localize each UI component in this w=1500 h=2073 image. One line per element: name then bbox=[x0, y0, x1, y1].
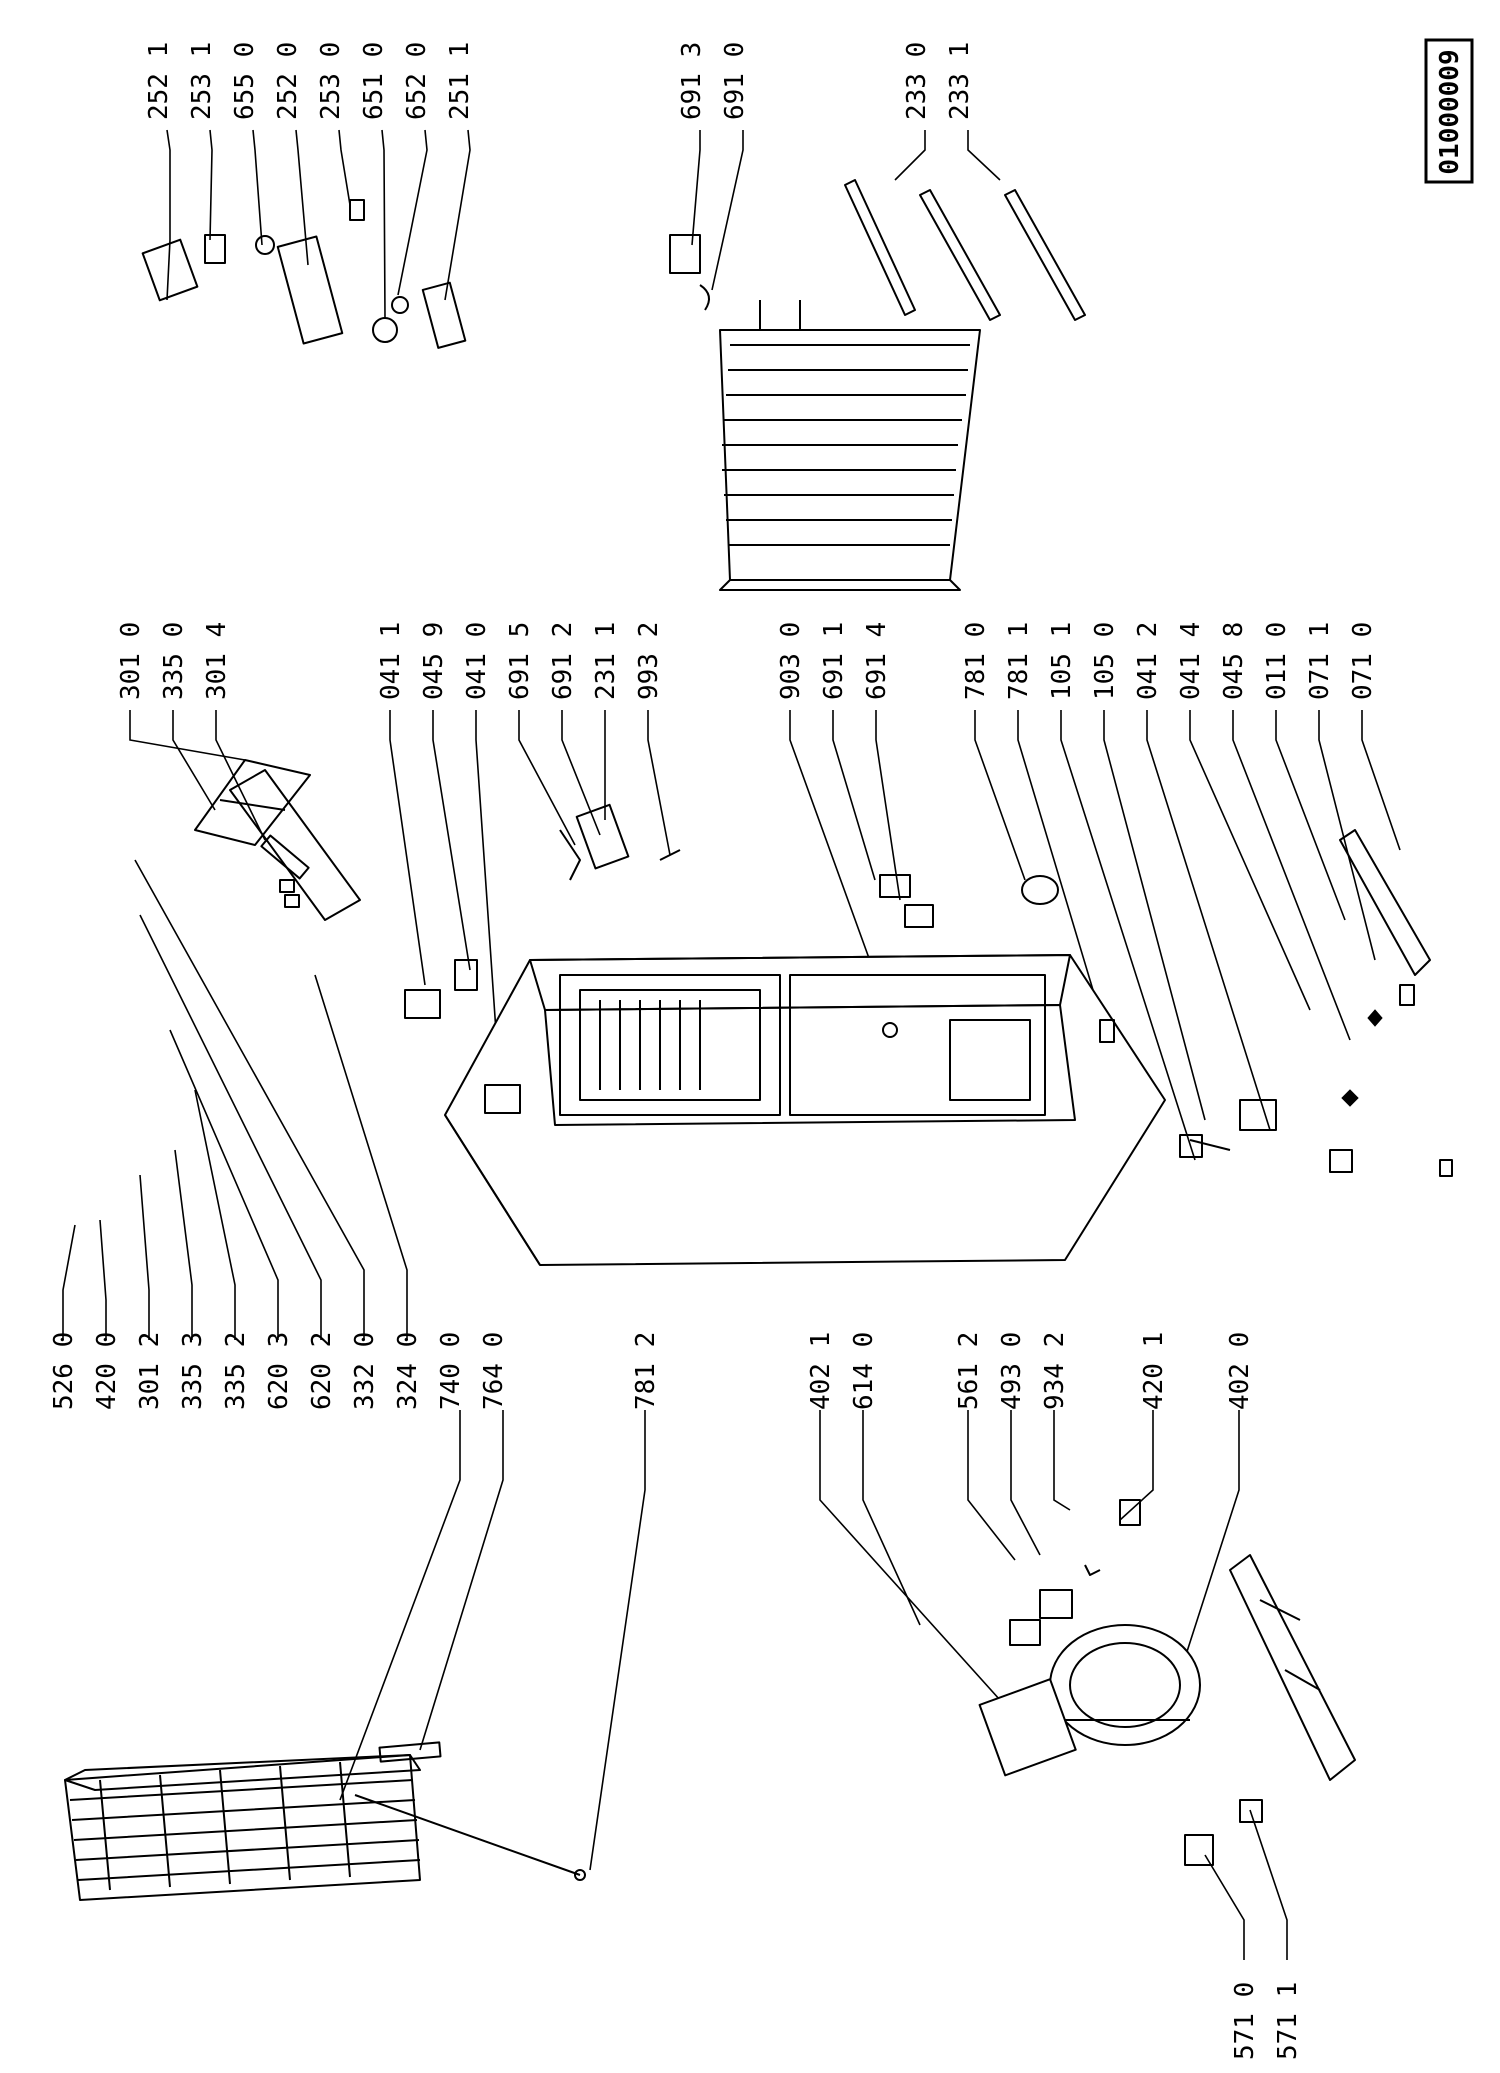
label-571-1: 571 1 bbox=[1273, 1982, 1303, 2060]
label-301-0: 301 0 bbox=[116, 622, 146, 700]
label-420-1: 420 1 bbox=[1139, 1332, 1169, 1410]
label-691-0: 691 0 bbox=[720, 42, 750, 120]
control-panel bbox=[194, 759, 311, 908]
label-402-1: 402 1 bbox=[806, 1332, 836, 1410]
label-420-0: 420 0 bbox=[92, 1332, 122, 1410]
label-571-0: 571 0 bbox=[1230, 1982, 1260, 2060]
lamp-holder bbox=[559, 803, 681, 881]
parts-artwork bbox=[64, 179, 1453, 1901]
knob bbox=[1021, 875, 1115, 1043]
label-691-3: 691 3 bbox=[677, 42, 707, 120]
label-691-4: 691 4 bbox=[862, 622, 892, 700]
label-252-1: 252 1 bbox=[144, 42, 174, 120]
compressor bbox=[1049, 1624, 1201, 1746]
label-335-2: 335 2 bbox=[221, 1332, 251, 1410]
label-781-1: 781 1 bbox=[1004, 622, 1034, 700]
thermostat-assembly bbox=[141, 199, 467, 349]
label-045-8: 045 8 bbox=[1219, 622, 1249, 700]
lamp-parts bbox=[669, 234, 710, 311]
label-781-2: 781 2 bbox=[631, 1332, 661, 1410]
drain-tube bbox=[354, 1794, 586, 1881]
label-402-0: 402 0 bbox=[1225, 1332, 1255, 1410]
label-691-5: 691 5 bbox=[505, 622, 535, 700]
evaporator-grille bbox=[719, 300, 981, 591]
base-plate bbox=[1229, 1554, 1356, 1781]
label-045-9: 045 9 bbox=[419, 622, 449, 700]
label-041-4: 041 4 bbox=[1176, 622, 1206, 700]
label-691-2: 691 2 bbox=[548, 622, 578, 700]
part-labels: 252 1 253 1 655 0 252 0 253 0 651 0 652 … bbox=[49, 42, 1378, 2060]
sensor-tube bbox=[378, 1741, 442, 1763]
label-655-0: 655 0 bbox=[230, 42, 260, 120]
label-301-4: 301 4 bbox=[202, 622, 232, 700]
label-652-0: 652 0 bbox=[402, 42, 432, 120]
drawing-code-box: 01000009 bbox=[1424, 38, 1474, 184]
label-781-0: 781 0 bbox=[961, 622, 991, 700]
leader-lines bbox=[62, 129, 1401, 1960]
relay-box bbox=[978, 1678, 1077, 1777]
label-651-0: 651 0 bbox=[359, 42, 389, 120]
label-301-2: 301 2 bbox=[135, 1332, 165, 1410]
label-041-1: 041 1 bbox=[376, 622, 406, 700]
label-764-0: 764 0 bbox=[479, 1332, 509, 1410]
label-691-1: 691 1 bbox=[819, 622, 849, 700]
label-620-3: 620 3 bbox=[264, 1332, 294, 1410]
hinge-top bbox=[404, 959, 521, 1114]
label-233-0: 233 0 bbox=[902, 42, 932, 120]
label-252-0: 252 0 bbox=[273, 42, 303, 120]
label-620-2: 620 2 bbox=[307, 1332, 337, 1410]
label-740-0: 740 0 bbox=[436, 1332, 466, 1410]
label-614-0: 614 0 bbox=[849, 1332, 879, 1410]
drawing-code: 01000009 bbox=[1435, 49, 1465, 174]
shelf-rails bbox=[844, 179, 1086, 321]
light-switch bbox=[879, 874, 934, 1038]
label-335-0: 335 0 bbox=[159, 622, 189, 700]
label-934-2: 934 2 bbox=[1040, 1332, 1070, 1410]
starter-parts bbox=[1009, 1499, 1141, 1646]
label-041-0: 041 0 bbox=[462, 622, 492, 700]
refrigerator-cabinet bbox=[444, 954, 1166, 1266]
label-903-0: 903 0 bbox=[776, 622, 806, 700]
label-105-1: 105 1 bbox=[1047, 622, 1077, 700]
label-251-1: 251 1 bbox=[445, 42, 475, 120]
label-105-0: 105 0 bbox=[1090, 622, 1120, 700]
label-253-1: 253 1 bbox=[187, 42, 217, 120]
condenser-coil bbox=[64, 1754, 421, 1901]
label-231-1: 231 1 bbox=[591, 622, 621, 700]
label-993-2: 993 2 bbox=[634, 622, 664, 700]
label-493-0: 493 0 bbox=[997, 1332, 1027, 1410]
label-071-1: 071 1 bbox=[1305, 622, 1335, 700]
label-332-0: 332 0 bbox=[350, 1332, 380, 1410]
label-335-3: 335 3 bbox=[178, 1332, 208, 1410]
label-561-2: 561 2 bbox=[954, 1332, 984, 1410]
label-041-2: 041 2 bbox=[1133, 622, 1163, 700]
door-strip bbox=[229, 769, 361, 921]
label-526-0: 526 0 bbox=[49, 1332, 79, 1410]
label-324-0: 324 0 bbox=[393, 1332, 423, 1410]
label-011-0: 011 0 bbox=[1262, 622, 1292, 700]
label-071-0: 071 0 bbox=[1348, 622, 1378, 700]
label-253-0: 253 0 bbox=[316, 42, 346, 120]
clips bbox=[1184, 1799, 1263, 1866]
label-233-1: 233 1 bbox=[945, 42, 975, 120]
hinge-parts bbox=[1179, 829, 1453, 1177]
